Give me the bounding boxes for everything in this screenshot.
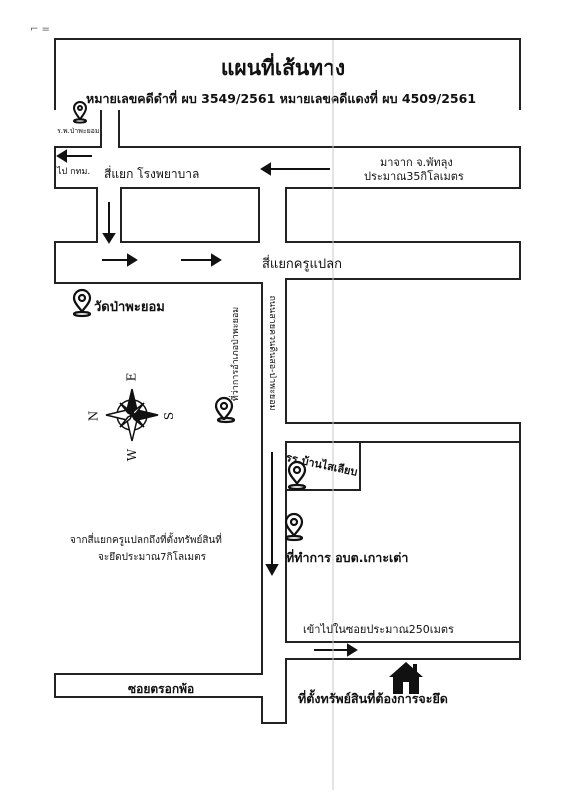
road-name-label: ถนนสายควนดินสอ-ป่าพะยอม bbox=[267, 295, 277, 411]
block-east-3-outline bbox=[285, 441, 521, 443]
distance-note-line2: จะยึดประมาณ7กิโลเมตร bbox=[98, 552, 206, 563]
from-phatthalung-distance: ประมาณ35กิโลเมตร bbox=[364, 170, 464, 183]
arrow-icon bbox=[56, 149, 92, 163]
location-pin-icon bbox=[287, 460, 307, 491]
map-title: แผนที่เส้นทาง bbox=[220, 56, 346, 80]
block-southwest bbox=[54, 696, 263, 724]
soi-distance-label: เข้าไปในซอยประมาณ250เมตร bbox=[303, 623, 454, 636]
block-east-1 bbox=[285, 187, 521, 243]
compass-rose-icon bbox=[105, 388, 159, 442]
compass-west: W bbox=[125, 448, 140, 462]
case-numbers: หมายเลขคดีดำที่ ผบ 3549/2561 หมายเลขคดีแ… bbox=[86, 91, 477, 106]
block-east-3-left bbox=[285, 491, 287, 641]
block-hospital bbox=[54, 110, 102, 148]
block-west-2 bbox=[120, 187, 260, 243]
location-pin-icon bbox=[72, 288, 92, 318]
block-temple-district bbox=[54, 282, 263, 675]
property-location-label: ที่ตั้งทรัพย์สินที่ต้องการจะยึด bbox=[298, 691, 448, 706]
scan-mark: ⌐ = bbox=[30, 24, 50, 35]
distance-note-line1: จากสี่แยกครูแปลกถึงที่ตั้งทรัพย์สินที่ bbox=[70, 535, 222, 546]
arrow-icon bbox=[260, 162, 330, 176]
location-pin-icon bbox=[72, 101, 88, 124]
hospital-label: ร.พ.ป่าพะยอม bbox=[57, 127, 100, 135]
arrow-icon bbox=[265, 452, 279, 577]
location-pin-icon bbox=[214, 396, 236, 424]
arrow-icon bbox=[314, 643, 358, 657]
kruplak-intersection-label: สี่แยกครูแปลก bbox=[262, 257, 342, 272]
block-top-strip bbox=[118, 110, 521, 148]
sao-office-label: ที่ทำการ อบต.เกาะเต่า bbox=[286, 550, 409, 565]
arrow-icon bbox=[181, 253, 222, 267]
arrow-icon bbox=[102, 253, 138, 267]
compass-east: E bbox=[124, 372, 139, 382]
from-phatthalung-label: มาจาก จ.พัทลุง bbox=[380, 156, 453, 169]
hospital-intersection-label: สี่แยก โรงพยาบาล bbox=[104, 167, 200, 181]
to-bangkok-label: ไป กทม. bbox=[57, 167, 91, 177]
block-west-1 bbox=[54, 187, 98, 243]
road-edge-top bbox=[118, 146, 521, 148]
house-icon bbox=[389, 662, 423, 694]
temple-label: วัดป่าพะยอม bbox=[94, 300, 165, 315]
soi-name-label: ซอยตรอกพ้อ bbox=[128, 682, 195, 696]
arrow-icon bbox=[102, 202, 116, 244]
block-east-2 bbox=[285, 278, 521, 424]
compass-south: S bbox=[162, 411, 177, 421]
compass-north: N bbox=[86, 410, 101, 422]
district-office-label: ที่ว่าการอำเภอป่าพะยอม bbox=[231, 306, 241, 402]
block-east-3-bottom bbox=[285, 641, 521, 643]
location-pin-icon bbox=[284, 512, 304, 542]
